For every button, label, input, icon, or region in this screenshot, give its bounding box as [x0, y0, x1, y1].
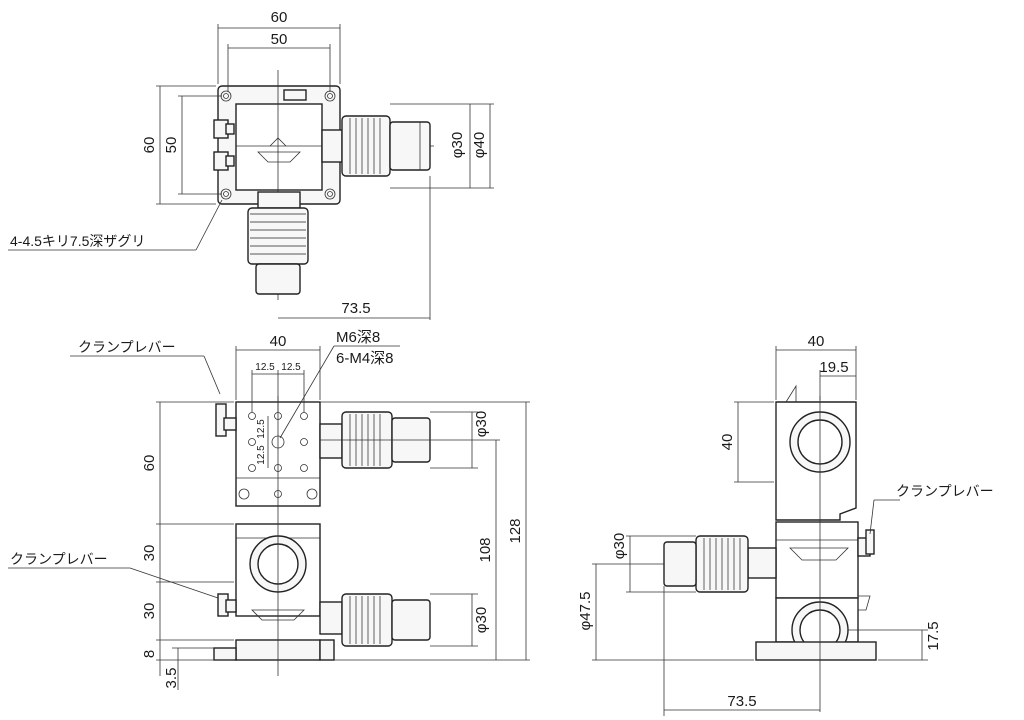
top-dim-reach: 73.5	[341, 300, 370, 317]
side-dim-width: 40	[808, 333, 825, 350]
front-dim-base: 8	[141, 650, 158, 658]
top-dim-width-inner: 50	[271, 31, 288, 48]
front-pitch-v2: 12.5	[256, 445, 267, 465]
front-clamp-lever-top: クランプレバー	[78, 339, 176, 355]
front-dim-table-width: 40	[270, 333, 287, 350]
top-hole-note: 4-4.5キリ7.5深ザグリ	[10, 233, 145, 249]
front-dim-knob-dia-bottom: φ30	[473, 607, 490, 633]
top-dim-dia-outer: φ40	[471, 132, 488, 158]
side-clamp-lever: クランプレバー	[896, 483, 994, 499]
side-dim-knob-dia: φ30	[611, 533, 628, 559]
top-bottom-knurl	[250, 213, 306, 255]
side-dim-base-height: 17.5	[925, 621, 942, 650]
front-note-center-tap: M6深8	[336, 329, 380, 346]
top-dim-dia-inner: φ30	[449, 132, 466, 158]
front-dim-knob-dia-top: φ30	[473, 411, 490, 437]
front-pitch-v1: 12.5	[256, 419, 267, 439]
front-dim-overall: 128	[507, 518, 524, 543]
front-dim-overall-inner: 108	[477, 537, 494, 562]
front-dim-base-step: 3.5	[163, 668, 180, 689]
top-dim-height-inner: 50	[163, 137, 180, 154]
side-dim-center-height: φ47.5	[577, 592, 594, 631]
front-note-taps: 6-M4深8	[336, 350, 394, 367]
side-dim-upper: 40	[719, 434, 736, 451]
front-view: 12.5 12.5 12.5 12.5	[8, 329, 530, 690]
front-dim-mid-2: 30	[141, 603, 158, 620]
top-view: 60 50 60 50 φ30 φ40 73.5 4-4.5キリ7.5深ザグリ	[8, 9, 494, 320]
front-bottom-knurl	[349, 596, 381, 644]
front-pitch-a: 12.5	[255, 362, 275, 373]
top-right-knurl	[349, 118, 381, 174]
side-view: クランプレバー 40 19.5 40	[577, 333, 994, 716]
front-dim-mid-1: 30	[141, 545, 158, 562]
front-clamp-lever-mid: クランプレバー	[10, 551, 108, 567]
side-knurl	[703, 538, 741, 590]
top-dim-width-outer: 60	[271, 9, 288, 26]
side-dim-offset: 19.5	[819, 359, 848, 376]
front-dim-upper-height: 60	[141, 455, 158, 472]
top-dim-height-outer: 60	[141, 137, 158, 154]
side-dim-reach: 73.5	[727, 693, 756, 710]
front-pitch-b: 12.5	[281, 362, 301, 373]
